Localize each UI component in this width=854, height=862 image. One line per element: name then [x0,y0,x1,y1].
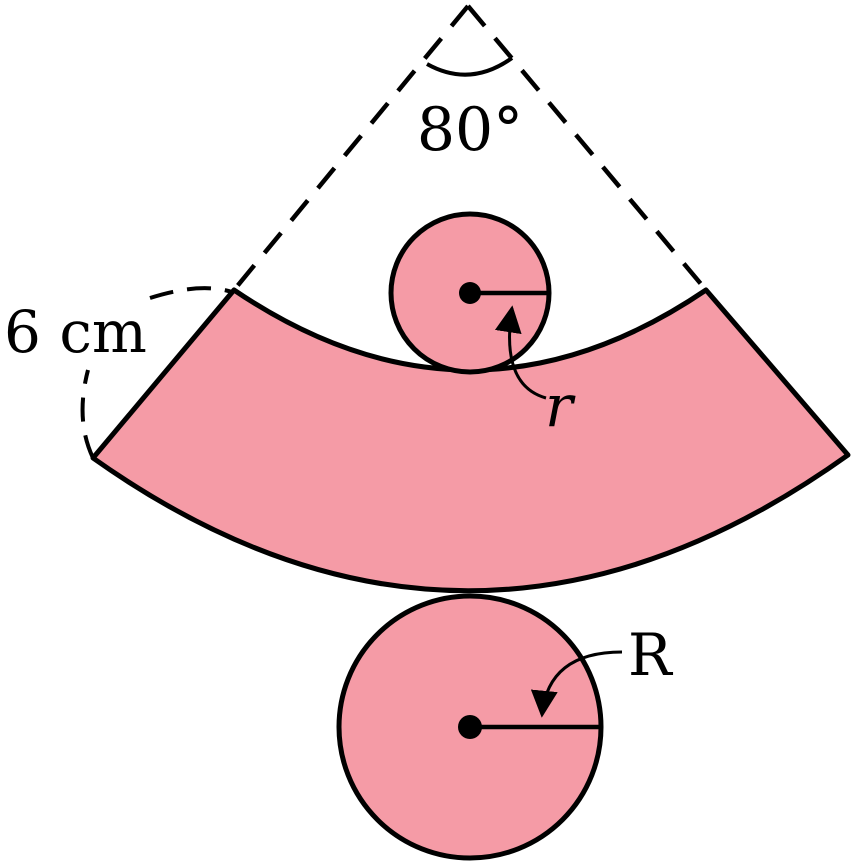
slant-length-dashed-arc [80,286,233,459]
slant-length-label: 6 cm [4,298,147,366]
sector-dashed-line-left [232,4,470,292]
annular-sector [90,287,851,594]
small-radius-pointer-arrow [494,305,547,400]
large-radius-label: R [628,621,674,689]
angle-label: 80° [417,95,523,165]
large-radius-pointer-arrow [530,650,623,718]
small-radius-label: r [545,372,576,440]
sector-dashed-line-right [466,4,708,292]
apex-angle-arc [426,56,514,77]
